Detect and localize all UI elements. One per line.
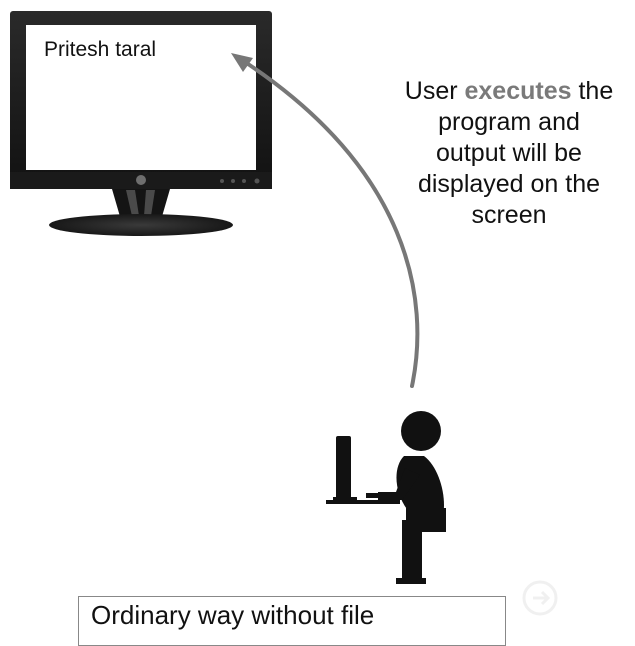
- user-head: [401, 411, 441, 451]
- user-lower-leg: [402, 520, 422, 584]
- monitor-icon: [10, 11, 272, 236]
- user-foot: [396, 578, 426, 584]
- explanation-prefix: User: [404, 77, 465, 105]
- explanation-line-2: program and: [438, 108, 580, 136]
- arrow-shaft: [240, 58, 420, 388]
- explanation-line-3: output will be: [436, 139, 582, 167]
- execution-arrow: [231, 53, 420, 388]
- monitor-stand-highlight-2: [144, 190, 155, 216]
- explanation-line-5: screen: [471, 201, 547, 229]
- desk-top: [326, 500, 400, 504]
- explanation-line-1: User executes the: [376, 76, 635, 107]
- explanation-highlight: executes: [464, 77, 572, 105]
- monitor-stand-base: [49, 214, 233, 236]
- monitor-led-3: [242, 179, 246, 183]
- monitor-stand-neck: [112, 189, 170, 220]
- caption-text: Ordinary way without file: [91, 600, 375, 630]
- monitor-stand-highlight: [126, 190, 139, 216]
- diagram-canvas: [10, 11, 558, 616]
- monitor-led-1: [220, 179, 224, 183]
- explanation-line-4: displayed on the: [417, 170, 601, 198]
- monitor-screen-text: Pritesh taral: [44, 38, 157, 61]
- monitor-power-button: [136, 175, 146, 185]
- user-arm: [378, 468, 420, 500]
- arrow-head: [231, 53, 253, 72]
- user-at-computer-icon: [326, 411, 446, 584]
- small-monitor-stand: [333, 497, 357, 502]
- monitor-screen: [26, 25, 256, 170]
- explanation-text: User executes the program and output wil…: [376, 76, 635, 231]
- small-monitor-screen: [336, 436, 351, 499]
- monitor-led-4: [254, 178, 260, 184]
- monitor-led-2: [231, 179, 235, 183]
- watermark-icon: [522, 580, 558, 616]
- keyboard: [366, 493, 386, 498]
- explanation-suffix: the: [571, 77, 614, 105]
